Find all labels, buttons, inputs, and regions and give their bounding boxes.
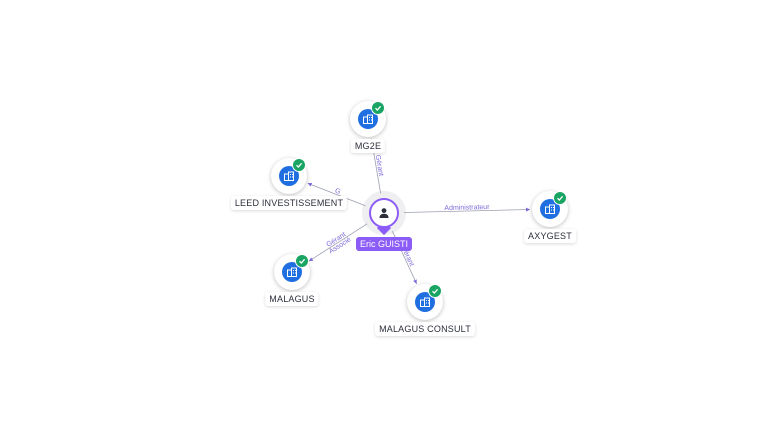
relation-label-mg2e: Gérant xyxy=(374,154,385,176)
company-name: MALAGUS xyxy=(265,292,319,306)
relation-arrow-axygest xyxy=(525,207,531,212)
building-icon xyxy=(282,262,302,282)
verified-check-icon xyxy=(292,158,306,172)
building-icon xyxy=(415,292,435,312)
relation-label-axygest: Administrateur xyxy=(444,204,490,212)
relation-arrow-malagus xyxy=(308,257,314,262)
verified-check-icon xyxy=(553,191,567,205)
building-icon xyxy=(540,199,560,219)
company-name: MALAGUS CONSULT xyxy=(375,322,475,336)
verified-check-icon xyxy=(428,284,442,298)
relation-label-leed: G xyxy=(334,187,342,196)
person-avatar[interactable] xyxy=(369,198,399,228)
building-icon xyxy=(279,166,299,186)
person-name: Eric GUISTI xyxy=(355,237,413,251)
relation-arrow-malagus-consult xyxy=(413,279,417,284)
relation-edge-axygest xyxy=(403,209,531,213)
verified-check-icon xyxy=(371,101,385,115)
relation-edge-malagus xyxy=(308,223,368,262)
relation-edge-leed xyxy=(307,182,366,207)
relation-arrow-leed xyxy=(307,182,313,187)
company-name: LEED INVESTISSEMENT xyxy=(230,196,348,210)
verified-check-icon xyxy=(295,254,309,268)
person-icon xyxy=(379,208,389,218)
building-icon xyxy=(358,109,378,129)
company-name: AXYGEST xyxy=(524,229,576,243)
company-name: MG2E xyxy=(350,139,386,153)
